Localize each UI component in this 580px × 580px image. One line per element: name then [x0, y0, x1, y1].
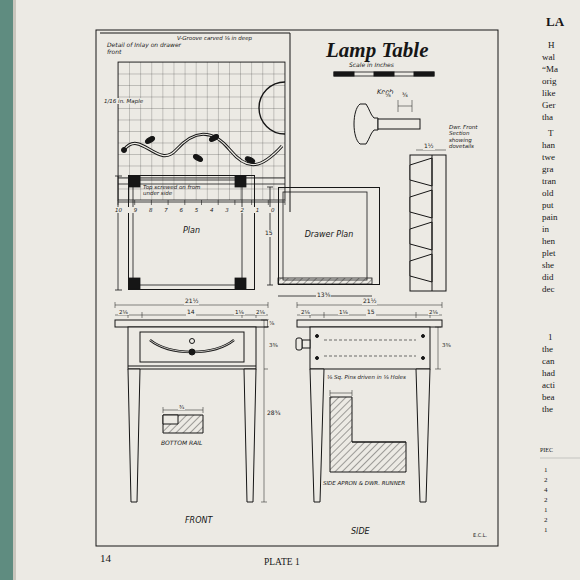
dimension: 13⅜	[316, 292, 331, 299]
page-text: bea	[542, 392, 555, 402]
page-text: hen	[542, 236, 555, 246]
dimension: ¾	[401, 92, 409, 99]
page-text: wal	[542, 52, 555, 62]
page-text: 2	[544, 476, 548, 484]
page-text: tha	[542, 112, 553, 122]
page-text: 4	[544, 486, 548, 494]
plate-title: Lamp Table	[326, 38, 428, 63]
drawing-note: V-Groove carved ⅛ in deep	[176, 35, 253, 41]
page-text: 1	[544, 526, 548, 534]
dimension: ⅝	[384, 92, 392, 99]
dimension: ¾	[178, 404, 185, 410]
front-elevation	[115, 302, 268, 502]
side-apron-section	[330, 390, 406, 472]
page-text: han	[542, 140, 555, 150]
view-name: Drawer Plan	[279, 230, 379, 239]
dimension: 2⅛	[255, 309, 266, 315]
dimension: ⅞	[268, 320, 275, 326]
dimension: 15	[366, 309, 376, 316]
book-binding	[0, 0, 13, 580]
page-text: old	[542, 188, 554, 198]
page-text: dec	[542, 284, 555, 294]
page-edge	[13, 0, 16, 580]
drawing-note: ⅛ Sq. Pins driven in ⅛ Holes	[326, 374, 407, 380]
page-text: like	[542, 88, 556, 98]
page-text: the	[542, 404, 553, 414]
dimension: 1½	[423, 143, 435, 150]
dimension: 1⅛	[338, 309, 349, 315]
page-text: T	[548, 128, 554, 138]
view-box: Drawer Plan	[278, 187, 380, 285]
page-text: LA	[546, 15, 564, 30]
dimension: 1⅛	[234, 309, 245, 315]
dimension: 2⅛	[428, 309, 439, 315]
knob	[354, 100, 420, 144]
page-text: in	[542, 224, 549, 234]
plan-view-frame	[115, 176, 246, 290]
dimension: E.C.L.	[472, 533, 488, 539]
page-text: acti	[542, 380, 555, 390]
page-text: 14	[100, 552, 111, 565]
drawer-plan-frame	[267, 187, 372, 296]
dimension: 21½	[362, 298, 377, 305]
page-text: PLATE 1	[264, 557, 300, 568]
view-name: Plan	[129, 226, 254, 235]
drawing-note: Dwr. Front Section showing dovetails	[448, 124, 494, 149]
dimension: 15	[264, 230, 274, 237]
scale-bar	[334, 72, 434, 76]
page-text: put	[542, 200, 554, 210]
page-text: H	[548, 40, 555, 50]
dimension: 14	[186, 309, 196, 316]
drawing-note: BOTTOM RAIL	[160, 440, 203, 447]
dimension: 21½	[184, 298, 199, 305]
dimension: 2⅛	[118, 309, 129, 315]
drawing-note: SIDE	[350, 527, 371, 536]
page-text: twe	[542, 152, 555, 162]
page-text: plet	[542, 248, 556, 258]
side-elevation	[296, 302, 442, 502]
page-text: can	[542, 356, 555, 366]
bottom-rail-section	[163, 407, 203, 433]
drawing-note: Detail of Inlay on drawer front	[106, 42, 184, 56]
drawing-note: FRONT	[184, 516, 213, 525]
page-text: PIEC	[540, 447, 553, 454]
dimension: 2⅛	[300, 309, 311, 315]
drawing-note: 1/16 in. Maple	[103, 98, 144, 104]
view-note: Top screwed on from under side	[143, 184, 207, 197]
page-text: she	[542, 260, 554, 270]
drawing-note: SIDE APRON & DWR. RUNNER	[322, 480, 406, 486]
page-text: tran	[542, 176, 556, 186]
page-text: did	[542, 272, 554, 282]
page-text: 1	[544, 506, 548, 514]
page-text: orig	[542, 76, 557, 86]
page-text: pain	[542, 212, 558, 222]
dimension: 28¾	[266, 410, 281, 417]
plate-frame	[96, 30, 498, 546]
page-text: the	[542, 344, 553, 354]
drawing-note: Scale in Inches	[348, 62, 395, 69]
page-text: had	[542, 368, 555, 378]
page-text: Ger	[542, 100, 556, 110]
page-text: 2	[544, 516, 548, 524]
dimension: 3⅜	[268, 342, 279, 348]
drawer-front-section	[410, 150, 446, 291]
dimension: 3⅜	[441, 342, 452, 348]
view-box: Plan Top screwed on from under side	[128, 175, 255, 290]
text-column-rules	[540, 458, 580, 459]
drawing-note: 10 9 8 7 6 5 4 3 2 1 0	[114, 207, 275, 213]
page-text: 1	[548, 332, 553, 342]
page-text: 2	[544, 496, 548, 504]
page-text: gra	[542, 164, 554, 174]
page-text: “Ma	[542, 64, 558, 74]
page-text: 1	[544, 466, 548, 474]
